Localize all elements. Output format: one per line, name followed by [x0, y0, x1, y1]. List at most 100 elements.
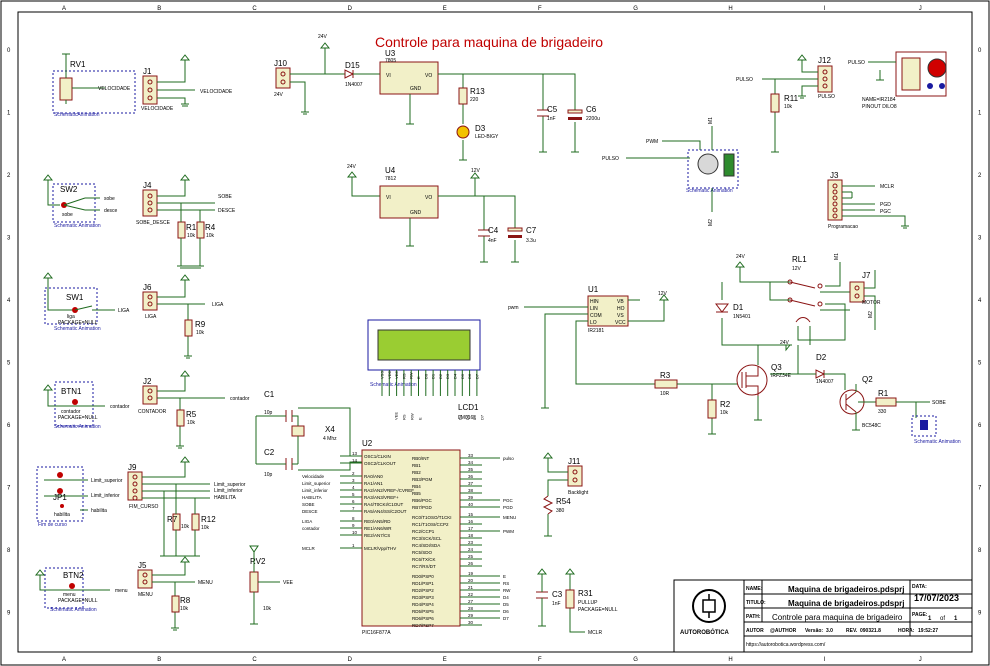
c7-capacitor[interactable]: C7 3.3u — [507, 226, 537, 244]
c5-value: 1nF — [547, 116, 556, 122]
r8-resistor[interactable]: R8 10k — [171, 595, 191, 613]
c7-value: 3.3u — [526, 238, 536, 244]
u3-regulator[interactable]: U3 7805 VI VO GND — [379, 49, 439, 95]
led-anim-label: Schematic Animation — [914, 439, 961, 445]
pic-pin-number: 3 — [352, 478, 355, 483]
c4-capacitor[interactable]: C4 4nF — [478, 226, 499, 244]
j9-ref: J9 — [128, 463, 137, 472]
r3-ref: R3 — [660, 371, 671, 380]
sw1-pkg: PACKAGE=NULL — [58, 320, 98, 326]
u1-gate-driver[interactable]: U1 IR2181 HIN LIN COM LO VB HO VS VCC — [587, 285, 629, 334]
lcd-net: D6 — [472, 414, 477, 420]
d1-diode[interactable]: D1 1N5401 — [715, 303, 751, 320]
c3-value: 1nF — [552, 601, 561, 607]
sw2-net2: desce — [104, 208, 118, 214]
r2-resistor[interactable]: R2 10k — [707, 399, 731, 419]
pic-pin-net: MENU — [503, 515, 516, 520]
sensor-pinout: PINOUT DILO8 — [862, 104, 897, 110]
sw2-switch[interactable]: SW2 sobe Schematic Animation — [52, 183, 101, 229]
c6-capacitor[interactable]: C6 2200u — [567, 105, 600, 122]
rv1-potentiometer[interactable]: RV1 SchematicAnimation — [52, 60, 136, 118]
pic-pin-number: 27 — [468, 599, 474, 604]
pic-pin-number: 23 — [468, 540, 474, 545]
q3-mosfet[interactable]: Q3 IRFZ34E — [736, 363, 792, 396]
u1-ref: U1 — [588, 285, 599, 294]
pic-pin-number: 7 — [352, 506, 355, 511]
motor-encoder-animation[interactable]: Schematic Animation — [686, 149, 739, 194]
v12-net: 12V — [471, 168, 481, 174]
j7-connector[interactable]: J7 MOTOR — [849, 271, 881, 306]
j6-connector[interactable]: J6 LIGA — [142, 283, 158, 320]
j9-connector[interactable]: J9 FIM_CURSO — [127, 463, 159, 510]
u4-ref: U4 — [385, 166, 396, 175]
row-label: 3 — [978, 236, 982, 242]
j1-label: VELOCIDADE — [141, 106, 174, 112]
j5-connector[interactable]: J5 MENU — [137, 561, 153, 598]
j3-net3: PGC — [880, 209, 891, 215]
j4-connector[interactable]: J4 SOBE_DESCE — [136, 181, 171, 226]
btn2-button[interactable]: BTN2 menu PACKAGE=NULL Schematic Animati… — [44, 567, 98, 613]
title-block: AUTOROBÓTICA NAME: Maquina de brigadeiro… — [673, 579, 973, 653]
jp1-net3: habilita — [91, 508, 107, 514]
u4-regulator[interactable]: U4 7812 VI VO GND — [379, 166, 439, 219]
sw2-net1: sobe — [104, 196, 115, 202]
motor-net-pwm: PWM — [646, 139, 658, 145]
r9-resistor[interactable]: R9 10k — [184, 319, 206, 337]
j2-connector[interactable]: J2 CONTADOR — [138, 377, 167, 415]
u1-net-pwm: pwm — [508, 305, 519, 311]
c5-capacitor[interactable]: C5 1nF — [537, 105, 558, 122]
r54-resistor[interactable]: R54 380 — [542, 495, 571, 515]
r31-resistor[interactable]: R31 PULLUP PACKAGE=NULL — [565, 589, 618, 613]
pic-pin-number: 36 — [468, 474, 474, 479]
output-led-animation[interactable]: Schematic Animation — [911, 415, 961, 445]
lcd-pin-name: D7 — [474, 373, 479, 379]
sw1-switch[interactable]: SW1 liga PACKAGE=NULL Schematic Animatio… — [44, 287, 101, 332]
r5-resistor[interactable]: R5 10k — [176, 409, 197, 427]
d1-ref: D1 — [733, 303, 744, 312]
pic-pin-number: 17 — [468, 526, 474, 531]
j4-label: SOBE_DESCE — [136, 220, 171, 226]
r54-ref: R54 — [556, 497, 571, 506]
d2-ref: D2 — [816, 353, 827, 362]
pic-pin-net: E — [503, 574, 506, 579]
sw2-label: sobe — [62, 212, 73, 218]
col-label: B — [157, 657, 161, 663]
pic-pin-name: RC5/SDO — [412, 550, 433, 555]
row-label: 7 — [978, 486, 982, 492]
pulse-sensor[interactable]: NAME=IR2184 PINOUT DILO8 — [862, 51, 947, 110]
jp1-net3-label: habilita — [54, 512, 70, 518]
j4-net1: SOBE — [218, 194, 233, 200]
r11-resistor[interactable]: R11 10k — [770, 93, 799, 113]
lcd-anim-label: Schematic Animation — [370, 382, 417, 388]
j7-label: MOTOR — [862, 300, 881, 306]
j5-net: MENU — [198, 580, 213, 586]
j3-net2: PGD — [880, 202, 891, 208]
j10-connector[interactable]: J10 24V — [274, 59, 291, 98]
r13-value: 220 — [470, 97, 479, 103]
j11-connector[interactable]: J11 Backlight — [567, 457, 589, 496]
pic-pin-number: 34 — [468, 460, 474, 465]
j6-ref: J6 — [143, 283, 152, 292]
q3-ref: Q3 — [771, 363, 782, 372]
title-value: Maquina de brigadeiros.pdsprj — [788, 599, 904, 608]
pic-pin-number: 38 — [468, 488, 474, 493]
lcd-pin-name: RS — [401, 373, 406, 379]
j9-net3: HABILITA — [214, 495, 237, 501]
j3-programming-header[interactable]: J3 Programacao — [827, 171, 858, 230]
pic-pin-number: 29 — [468, 613, 474, 618]
pic-pin-name: RA3/AN3/VREF+ — [364, 495, 399, 500]
time-label: HORA: — [898, 628, 915, 634]
d3-led[interactable]: D3 LED-BIGY — [456, 124, 499, 140]
r13-resistor[interactable]: R13 220 — [458, 87, 485, 105]
j3-net1: MCLR — [880, 184, 895, 190]
lcd-display[interactable]: Schematic Animation LCD1 LM016L — [367, 319, 481, 421]
row-label: 9 — [978, 611, 982, 617]
col-label: G — [633, 6, 638, 12]
btn1-button[interactable]: BTN1 contador PACKAGE=NULL Schematic Ani… — [54, 381, 101, 430]
j9-label: FIM_CURSO — [129, 504, 159, 510]
jp1-limit-switch[interactable]: JP1 habilita Fim de curso — [36, 466, 84, 528]
rv2-ref: RV2 — [250, 557, 266, 566]
u2-microcontroller[interactable]: U2 PIC16F877A OSC1/CLKIN13OSC2/CLKOUT14R… — [302, 439, 516, 636]
r4-resistor[interactable]: R4 10k — [196, 221, 216, 239]
